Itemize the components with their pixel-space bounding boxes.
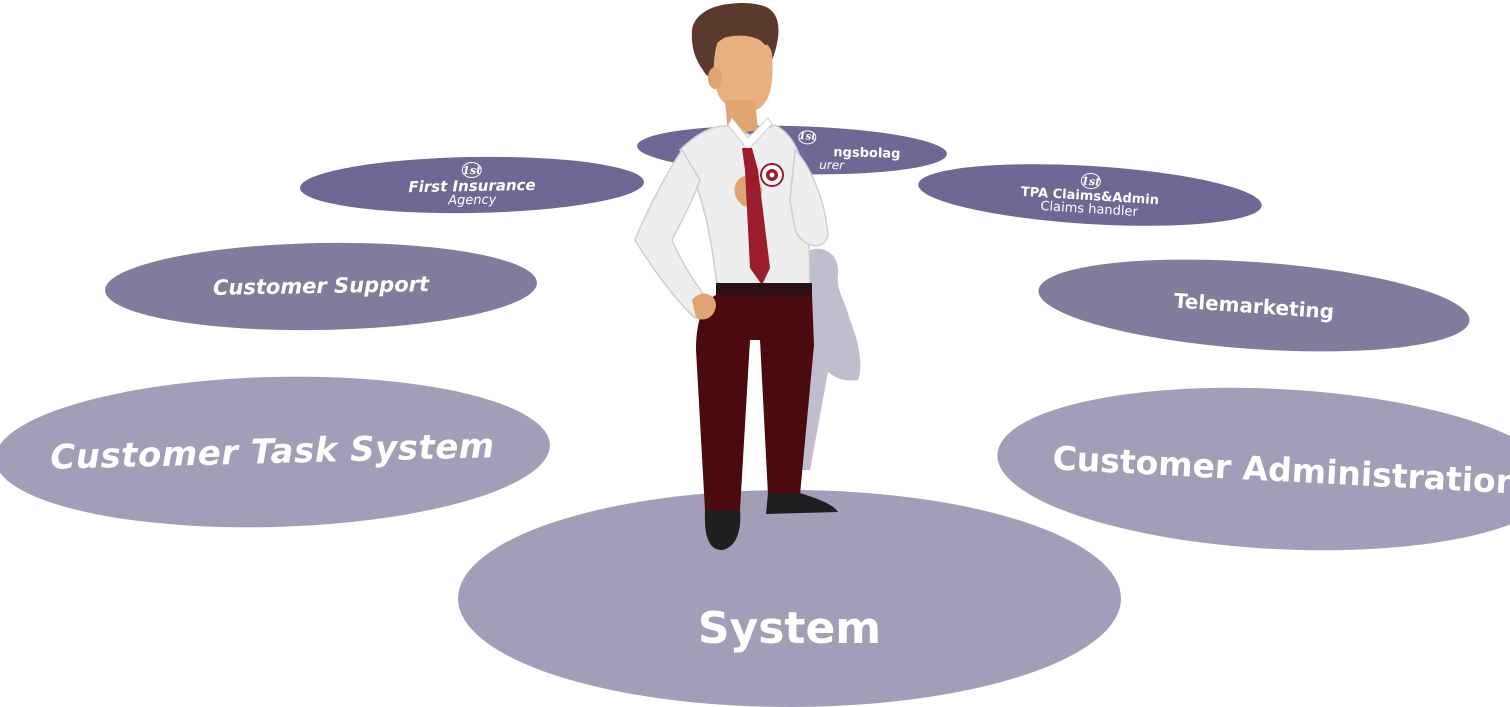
disc-customer-support-label: Customer Support — [212, 272, 430, 300]
disc-telemarketing[interactable]: Telemarketing — [1035, 247, 1473, 364]
disc-customer-task-system[interactable]: Customer Task System — [0, 369, 552, 535]
first-badge-icon: 1st — [1080, 172, 1102, 190]
ear — [708, 67, 722, 89]
right-arm — [789, 148, 829, 247]
disc-system[interactable]: System — [458, 490, 1121, 707]
disc-tpa-claims[interactable]: 1st TPA Claims&Admin Claims handler — [916, 155, 1264, 235]
left-shoe — [704, 510, 741, 550]
disc-telemarketing-label: Telemarketing — [1173, 287, 1335, 324]
target-pin-icon — [760, 163, 784, 187]
right-shoe — [766, 493, 838, 514]
disc-customer-support[interactable]: Customer Support — [104, 239, 538, 334]
left-arm — [634, 148, 709, 320]
trousers — [696, 295, 814, 510]
disc-customer-administration[interactable]: Customer Administration — [993, 374, 1510, 564]
pocket-hand — [692, 293, 716, 320]
disc-customer-task-system-label: Customer Task System — [49, 426, 496, 478]
disc-customer-administration-label: Customer Administration — [1051, 437, 1510, 502]
first-badge-icon: 1st — [461, 162, 482, 179]
hair-top — [691, 3, 776, 79]
disc-system-label: System — [697, 602, 882, 654]
belt — [716, 283, 812, 295]
disc-first-insurance[interactable]: 1st First Insurance Agency — [299, 154, 645, 216]
tie — [742, 148, 770, 285]
businessman-figure — [634, 3, 861, 550]
disc-first-insurance-sub: Agency — [448, 192, 497, 209]
face — [713, 35, 773, 112]
